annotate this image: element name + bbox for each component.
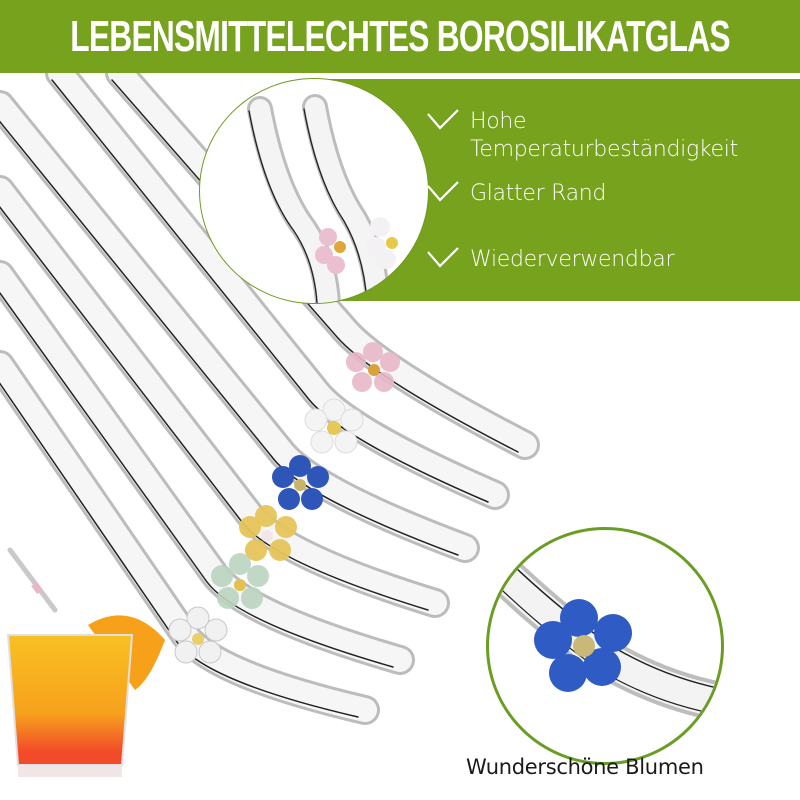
blue-flower-illustration (489, 532, 721, 723)
flower-yellow (239, 505, 297, 561)
feature-label: Hohe Temperaturbeständigkeit (470, 109, 738, 162)
flower-green (211, 553, 269, 609)
straw-in-drink (7, 547, 58, 613)
checkmark-icon (427, 247, 459, 268)
straw-2 (45, 73, 510, 510)
pink-flower-closeup (315, 228, 346, 274)
orange-drink-illustration (6, 547, 165, 777)
straw-tips-illustration (247, 94, 398, 303)
feature-label: Wiederverwendbar (470, 247, 675, 272)
flower-white (304, 398, 364, 454)
glass-juice (8, 635, 132, 765)
checkmark-icon (427, 181, 459, 202)
glass-base (18, 765, 122, 777)
flower-clear (168, 606, 228, 664)
flower-caption: Wunderschöne Blumen (466, 755, 704, 779)
feature-item-heat-resistance: Hohe Temperaturbeständigkeit (426, 108, 738, 164)
feature-item-reusable: Wiederverwendbar (426, 246, 675, 274)
flower-pink (346, 342, 400, 392)
white-flower-closeup (366, 217, 398, 269)
checkmark-icon (427, 109, 459, 130)
headline-title: LEBENSMITTELECHTES BOROSILIKATGLAS (70, 11, 730, 61)
glass-straws-illustration (0, 73, 540, 725)
straw-3 (0, 90, 480, 563)
blue-flower (534, 599, 632, 692)
straw-tip-closeup (199, 78, 429, 304)
header-banner: LEBENSMITTELECHTES BOROSILIKATGLAS (0, 0, 800, 73)
flower-blue (272, 455, 329, 510)
mini-flower (31, 581, 43, 595)
flower-closeup (486, 527, 724, 765)
feature-item-smooth-edge: Glatter Rand (426, 180, 606, 208)
feature-label: Glatter Rand (470, 181, 607, 206)
